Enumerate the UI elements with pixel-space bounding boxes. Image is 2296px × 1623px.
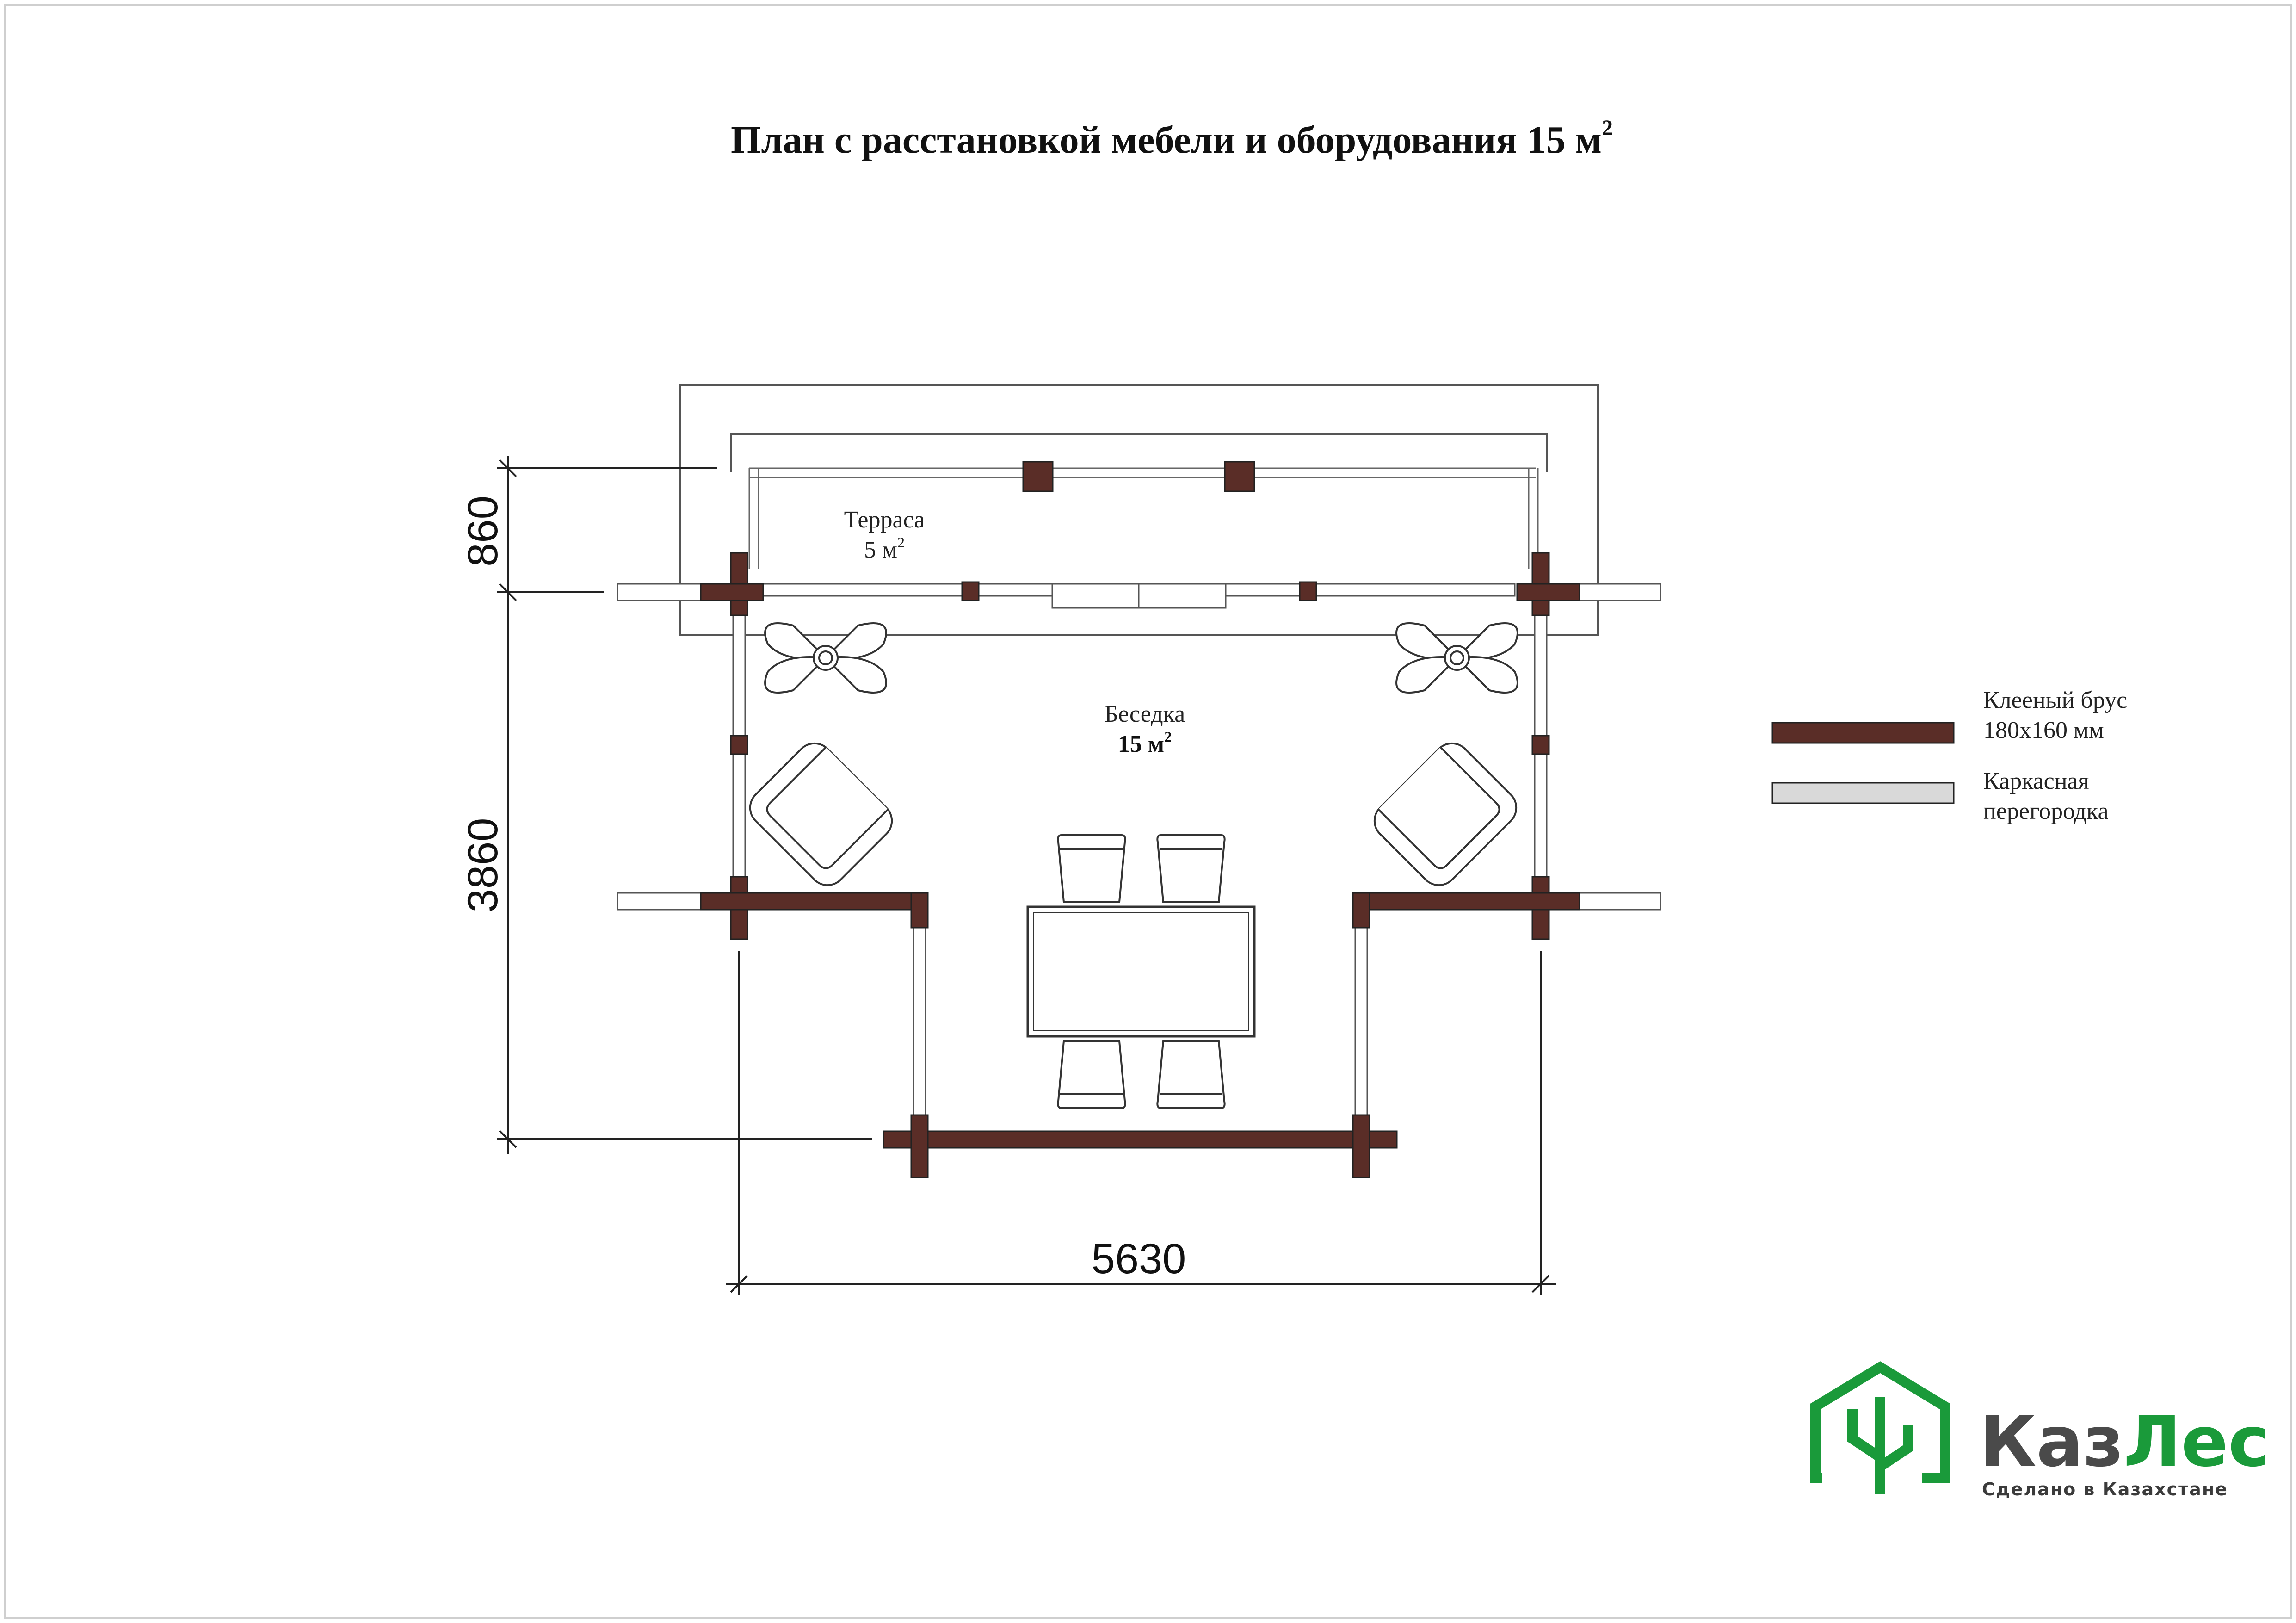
legend-partition-swatch: [1771, 782, 1955, 804]
legend-timber-swatch: [1771, 722, 1955, 744]
terrace-deck: [679, 384, 1599, 636]
dim-terrace-depth: 860: [459, 496, 506, 567]
terrace-post-right: [1224, 461, 1255, 492]
gazebo-area: 15 м2: [1118, 728, 1172, 757]
terrace-post-left: [1022, 461, 1054, 492]
terrace-label: Терраса: [844, 507, 925, 533]
chair-bottom-right: [1156, 1040, 1226, 1109]
legend-partition-line1: Каркасная: [1983, 768, 2089, 794]
legend-timber-line1: Клееный брус: [1983, 687, 2127, 713]
chair-top-right: [1156, 834, 1226, 903]
logo-name: КазЛес: [1980, 1402, 2269, 1482]
plant-left: [764, 622, 887, 694]
armchair-left: [749, 742, 893, 886]
legend-partition-line2: перегородка: [1983, 798, 2109, 824]
house-tree-icon: [1810, 1361, 1950, 1494]
sheet-border: [4, 4, 2292, 1619]
dimension-lines: [497, 456, 1556, 1295]
front-post-right: [1299, 581, 1317, 601]
timber-walls: [700, 552, 1580, 1178]
plant-right: [1395, 622, 1518, 694]
legend-timber-line2: 180х160 мм: [1983, 717, 2104, 743]
terrace-railing: [748, 467, 1539, 569]
chair-top-left: [1057, 834, 1126, 903]
logo-tagline: Сделано в Казахстане: [1982, 1479, 2228, 1499]
terrace-area: 5 м2: [864, 534, 905, 563]
dim-width: 5630: [1092, 1235, 1186, 1282]
armchair-right: [1373, 742, 1518, 886]
side-post-right: [1531, 735, 1550, 755]
side-post-left: [730, 735, 748, 755]
chair-bottom-left: [1057, 1040, 1126, 1109]
front-railing: [762, 583, 1516, 609]
plan-title: План с расстановкой мебели и оборудовани…: [731, 116, 1613, 161]
dining-table: [1026, 905, 1256, 1038]
gazebo-label: Беседка: [1105, 701, 1185, 727]
kazles-logo: КазЛес Сделано в Казахстане: [1810, 1361, 2269, 1499]
dim-gazebo-depth: 3860: [459, 818, 506, 913]
front-post-left: [961, 581, 980, 601]
